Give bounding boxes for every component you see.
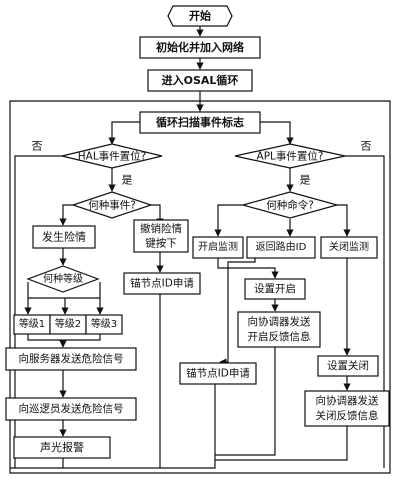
level3-label: 等级3 <box>91 317 117 330</box>
set-close-box <box>317 355 379 377</box>
event-decision <box>71 191 153 219</box>
yes-label-hal: 是 <box>122 174 133 187</box>
hal-label: HAL事件置位? <box>78 150 147 163</box>
edge-level-branches <box>27 282 101 299</box>
level3-box <box>85 314 123 335</box>
cancel-label-2: 键按下 <box>145 237 177 250</box>
cancel-box <box>133 219 189 253</box>
edge-apl-no <box>345 155 385 468</box>
set-open-box <box>244 278 306 300</box>
return-route-label: 返回路由ID <box>256 240 307 253</box>
edge-cmd-open <box>214 204 243 237</box>
event-label: 何种事件? <box>88 199 136 212</box>
return-route-box <box>246 236 316 259</box>
osal-label: 进入OSAL循环 <box>162 73 239 87</box>
edge-route-anchor2 <box>219 258 256 366</box>
edge-scan-hal <box>108 121 140 145</box>
set-open-label: 设置开启 <box>254 282 296 295</box>
level-label: 何种等级 <box>43 272 83 285</box>
to-patrol-box <box>5 397 137 421</box>
open-monitor-box <box>192 236 244 259</box>
coord-close-label-2: 关闭反馈信息 <box>316 409 379 422</box>
close-monitor-box <box>320 236 378 259</box>
coord-close-label-1: 向协调器发送 <box>316 394 379 407</box>
cmd-label: 何种命令? <box>266 199 314 212</box>
close-monitor-label: 关闭监测 <box>329 240 369 253</box>
edge-coordclose-down <box>160 426 348 469</box>
edge-scan-apl <box>260 121 294 145</box>
no-label-left: 否 <box>32 140 43 153</box>
coord-close-box <box>304 390 390 427</box>
init-box <box>139 36 261 59</box>
danger-label: 发生险情 <box>42 230 86 244</box>
level-decision <box>26 265 100 293</box>
cmd-decision <box>240 191 340 219</box>
coord-open-box <box>237 311 321 348</box>
init-label: 初始化并加入网络 <box>156 40 244 54</box>
danger-box <box>32 225 96 249</box>
no-label-right: 否 <box>361 140 372 153</box>
set-close-label: 设置关闭 <box>327 359 369 372</box>
start-node <box>167 5 233 27</box>
edge-loop-frame <box>9 100 391 474</box>
alarm-box <box>13 436 111 459</box>
to-patrol-label: 向巡逻员发送危险信号 <box>19 402 124 415</box>
anchor1-label: 锚节点ID申请 <box>130 277 194 290</box>
edge-coordopen-down <box>215 347 276 456</box>
hal-decision <box>61 143 163 169</box>
edge-event-danger <box>59 204 73 226</box>
edge-event-cancel <box>151 204 164 226</box>
coord-open-label-2: 开启反馈信息 <box>248 330 311 343</box>
edge-cmd-close <box>337 204 351 237</box>
apl-label: APL事件置位? <box>257 150 324 163</box>
scan-box <box>139 111 261 134</box>
open-monitor-label: 开启监测 <box>198 240 238 253</box>
yes-label-apl: 是 <box>300 174 311 187</box>
cancel-label-1: 撤销险情 <box>140 222 182 235</box>
start-label: 开始 <box>189 9 211 23</box>
scan-label: 循环扫描事件标志 <box>156 115 244 129</box>
anchor2-label: 锚节点ID申请 <box>186 367 250 380</box>
edge-open-setopen <box>217 258 279 279</box>
level1-label: 等级1 <box>19 317 45 330</box>
to-server-box <box>5 347 137 371</box>
apl-decision <box>234 143 346 169</box>
edge-hal-no <box>14 155 62 468</box>
osal-box <box>147 69 253 92</box>
alarm-label: 声光报警 <box>40 440 84 454</box>
anchor2-box <box>179 362 257 385</box>
anchor1-box <box>123 272 201 295</box>
level2-label: 等级2 <box>55 317 81 330</box>
coord-open-label-1: 向协调器发送 <box>248 315 311 328</box>
to-server-label: 向服务器发送危险信号 <box>19 352 124 365</box>
edge-levels-merge <box>27 334 101 341</box>
